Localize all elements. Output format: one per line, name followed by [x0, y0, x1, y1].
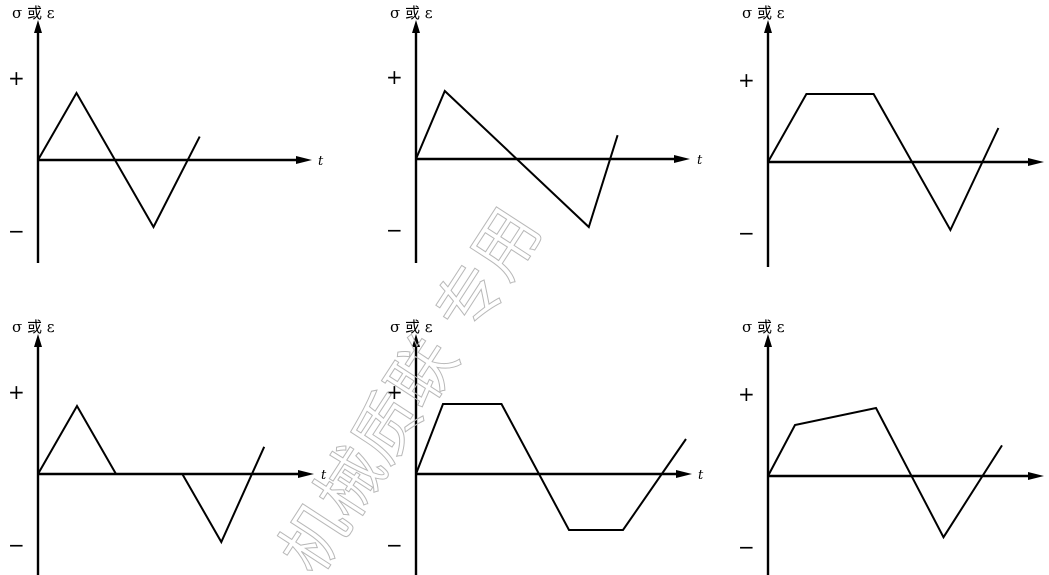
panel-c: σ 或 ε + −	[738, 4, 1044, 267]
y-axis-label: σ 或 ε	[742, 318, 785, 336]
t-axis-label: t	[698, 468, 704, 483]
plus-sign: +	[738, 382, 755, 406]
waveform-panels: σ 或 ε+−tσ 或 ε+−tσ 或 ε+−σ 或 ε+−tσ 或 ε+−tσ…	[8, 4, 1044, 575]
y-axis-label: σ 或 ε	[12, 4, 55, 22]
waveform-line	[415, 403, 687, 531]
t-axis-arrow	[296, 156, 312, 164]
panel-a: σ 或 ε + − t	[8, 4, 324, 263]
minus-sign: −	[738, 535, 755, 559]
y-axis-arrow	[34, 334, 42, 347]
panel-b: σ 或 ε + − t	[386, 4, 703, 263]
minus-sign: −	[738, 221, 755, 245]
minus-sign: −	[8, 219, 25, 243]
plus-sign: +	[386, 65, 403, 89]
t-axis-arrow	[298, 470, 314, 478]
t-axis-label: t	[318, 154, 324, 169]
t-axis-label: t	[321, 468, 327, 483]
t-axis-arrow	[1028, 158, 1044, 166]
y-axis-arrow	[764, 334, 772, 347]
minus-sign: −	[386, 533, 403, 557]
y-axis-label: σ 或 ε	[390, 318, 433, 336]
y-axis-label: σ 或 ε	[12, 318, 55, 336]
plus-sign: +	[738, 68, 755, 92]
panel-e: σ 或 ε + − t	[386, 318, 704, 575]
plus-sign: +	[8, 380, 25, 404]
y-axis-label: σ 或 ε	[742, 4, 785, 22]
watermark: 机械质联 专用	[265, 195, 557, 575]
plus-sign: +	[8, 66, 25, 90]
minus-sign: −	[8, 533, 25, 557]
panel-f: σ 或 ε + −	[738, 318, 1044, 575]
waveform-line	[767, 406, 1003, 540]
y-axis-arrow	[764, 20, 772, 33]
plus-sign: +	[386, 380, 403, 404]
y-axis-arrow	[412, 20, 420, 33]
t-axis-label: t	[697, 153, 703, 168]
t-axis-arrow	[676, 470, 692, 478]
y-axis-arrow	[412, 334, 420, 347]
waveform-line	[37, 403, 266, 545]
waveform-line	[415, 89, 619, 229]
panel-d: σ 或 ε + − t	[8, 318, 327, 575]
t-axis-arrow	[674, 155, 690, 163]
y-axis-label: σ 或 ε	[390, 4, 433, 22]
y-axis-arrow	[34, 20, 42, 33]
waveform-line	[767, 93, 1000, 233]
t-axis-arrow	[1028, 472, 1044, 480]
waveform-line	[37, 90, 201, 230]
minus-sign: −	[386, 218, 403, 242]
